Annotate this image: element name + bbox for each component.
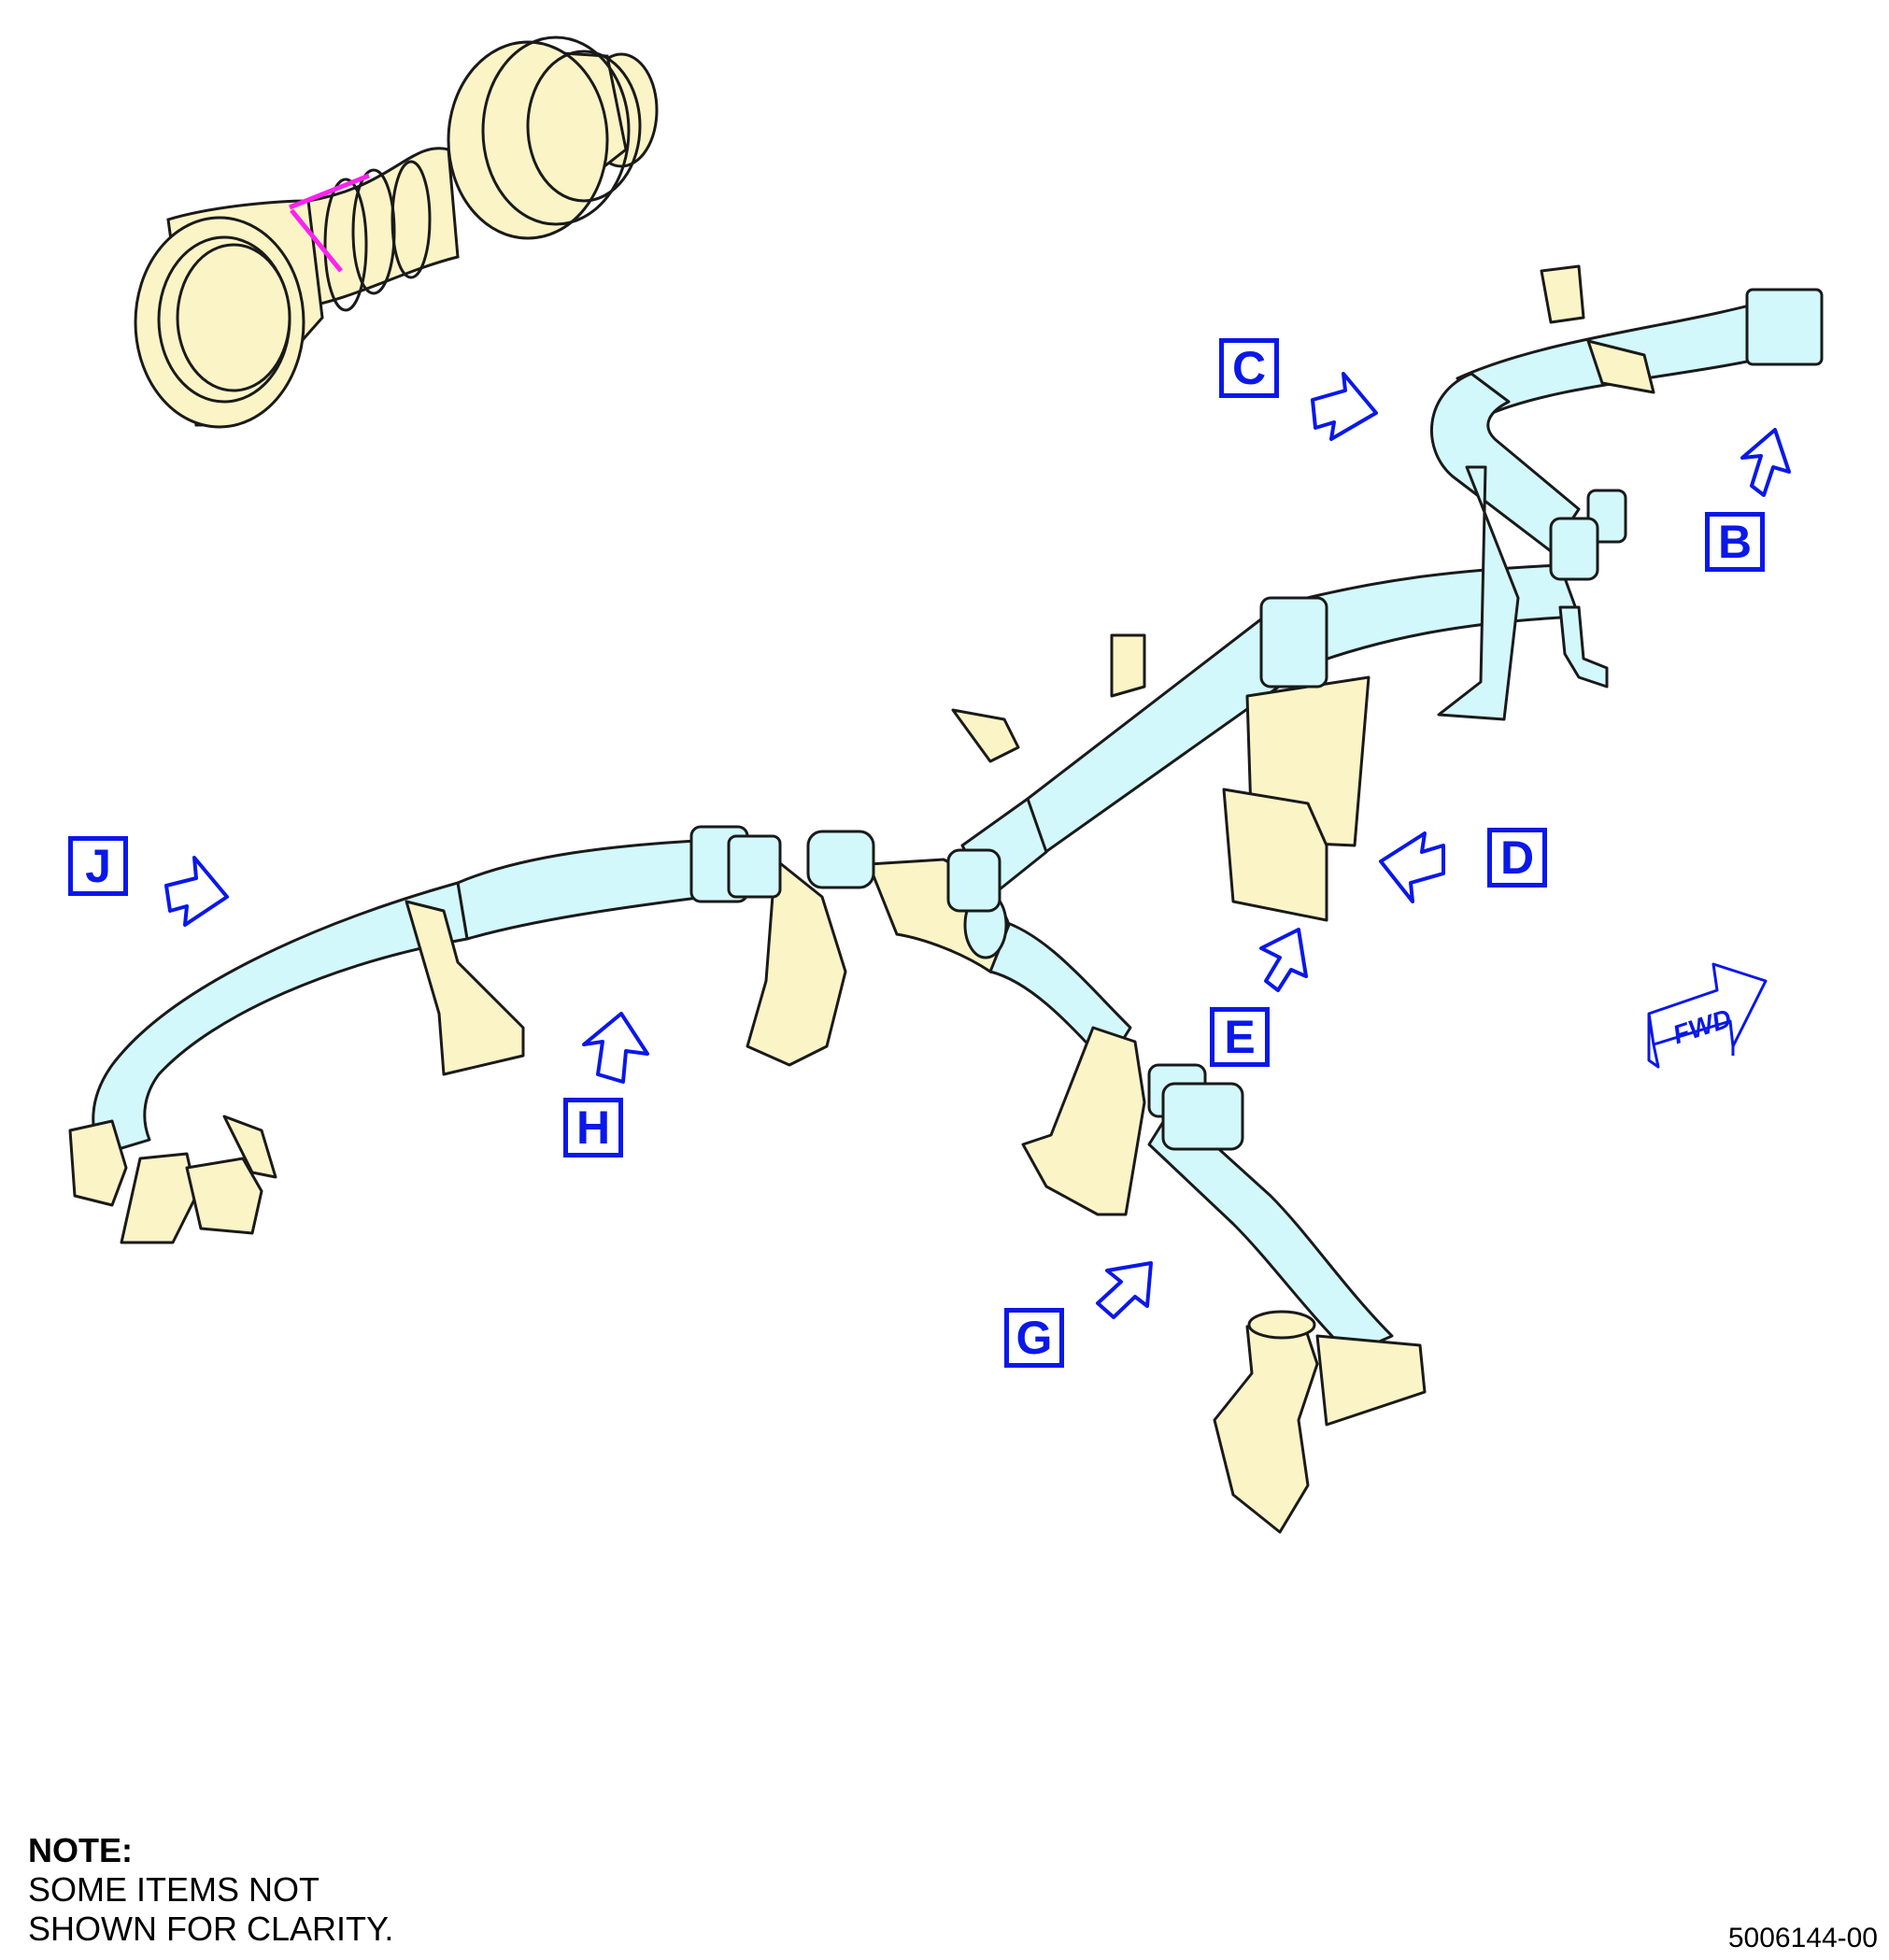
callout-d: D — [1487, 828, 1547, 888]
outlet-left — [120, 1152, 198, 1244]
arrow-d — [1379, 831, 1445, 903]
arrow-h — [582, 1012, 649, 1084]
bleed-duct-network — [92, 295, 1788, 1356]
note-line-2: SHOWN FOR CLARITY. — [28, 1910, 394, 1948]
bracket-j — [405, 900, 525, 1076]
callout-e: E — [1210, 1007, 1270, 1067]
bracket-left-end — [68, 1119, 128, 1207]
callout-j: J — [68, 836, 128, 896]
arrow-e — [1259, 928, 1308, 992]
fwd-arrow — [1647, 962, 1768, 1069]
figure-number: 5006144-00 — [1727, 1923, 1878, 1953]
duct-left-long — [456, 839, 707, 941]
note-heading: NOTE: — [28, 1831, 133, 1869]
arrow-b — [1740, 428, 1791, 497]
engine-locator — [134, 36, 659, 429]
bracket-h — [746, 858, 847, 1067]
duct-left-bend — [92, 881, 469, 1156]
outlet-g — [1213, 1320, 1319, 1534]
callout-b: B — [1705, 512, 1765, 572]
callout-g: G — [1004, 1308, 1064, 1368]
arrow-g — [1096, 1261, 1153, 1319]
callout-c: C — [1219, 338, 1279, 398]
callout-h: H — [563, 1098, 623, 1158]
bracket-e — [1021, 1026, 1146, 1216]
arrow-c — [1311, 372, 1378, 441]
view-arrows — [164, 372, 1791, 1319]
note-line-1: SOME ITEMS NOT — [28, 1870, 320, 1909]
duct-elbow-upper — [1430, 372, 1581, 553]
bracket-plate-d-lower — [1222, 788, 1328, 922]
clamps — [689, 288, 1824, 1151]
arrow-j — [164, 856, 229, 927]
note-block: NOTE: SOME ITEMS NOT SHOWN FOR CLARITY. — [28, 1831, 393, 1949]
brackets — [68, 264, 1655, 1534]
